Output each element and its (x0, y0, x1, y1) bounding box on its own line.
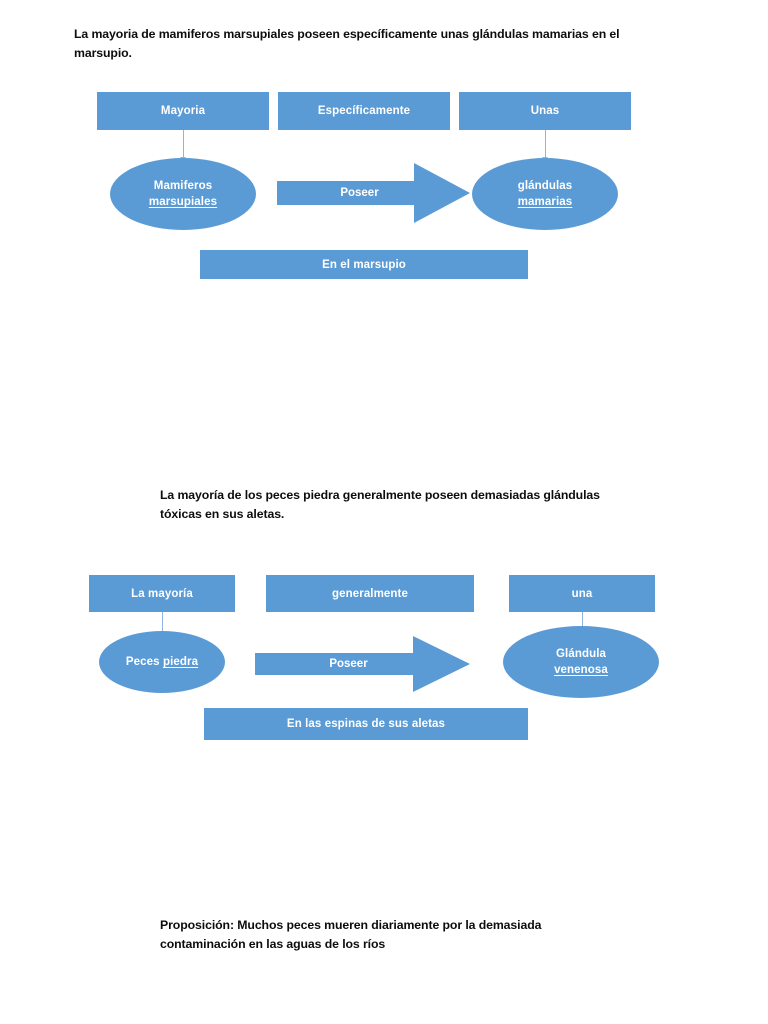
quantifier-box-label: Mayoria (160, 105, 206, 117)
concept-line-2: mamarias (517, 196, 573, 208)
quantifier-box-label: una (571, 587, 593, 600)
concept-ellipse-peces-piedra[interactable]: Peces piedra (99, 631, 225, 693)
intro-paragraph-1: La mayoria de mamiferos marsupiales pose… (74, 27, 620, 60)
quantifier-box-label: Unas (530, 105, 560, 117)
quantifier-box-la-mayoria[interactable]: La mayoría (89, 575, 235, 612)
concept-ellipse-text: Peces piedra (126, 654, 198, 670)
context-bar-label: En las espinas de sus aletas (286, 718, 446, 730)
quantifier-box-especificamente[interactable]: Específicamente (278, 92, 450, 130)
connector-lamayoria-to-peces (159, 612, 165, 637)
concept-line-1: glándulas (517, 180, 573, 192)
concept-ellipse-glandula-venenosa[interactable]: Glándula venenosa (503, 626, 659, 698)
quantifier-box-label: La mayoría (131, 587, 193, 600)
concept-ellipse-text: Glándula venenosa (503, 646, 659, 678)
relation-arrow-poseer-2[interactable]: Poseer (255, 636, 470, 692)
quantifier-box-generalmente[interactable]: generalmente (266, 575, 474, 612)
quantifier-box-unas[interactable]: Unas (459, 92, 631, 130)
quantifier-box-label: Específicamente (317, 105, 411, 117)
intro-paragraph-2: La mayoría de los peces piedra generalme… (160, 488, 600, 521)
concept-line-2: piedra (162, 656, 199, 668)
concept-ellipse-text: Mamiferos marsupiales (110, 178, 256, 210)
proposition-paragraph: Proposición: Muchos peces mueren diariam… (160, 918, 542, 951)
quantifier-box-label: generalmente (332, 587, 408, 600)
concept-line-1: Peces (125, 656, 163, 668)
context-bar-en-el-marsupio[interactable]: En el marsupio (200, 250, 528, 279)
concept-line-2: venenosa (554, 664, 608, 676)
arrow-right-icon (277, 163, 470, 223)
context-bar-en-las-espinas[interactable]: En las espinas de sus aletas (204, 708, 528, 740)
quantifier-box-una[interactable]: una (509, 575, 655, 612)
quantifier-box-mayoria[interactable]: Mayoria (97, 92, 269, 130)
concept-ellipse-mamiferos-marsupiales[interactable]: Mamiferos marsupiales (110, 158, 256, 230)
concept-line-1: Glándula (555, 648, 606, 660)
concept-map-marsupiales: Mayoria Específicamente Unas Mamiferos m… (0, 0, 768, 320)
context-bar-label: En el marsupio (322, 258, 406, 271)
concept-ellipse-glandulas-mamarias[interactable]: glándulas mamarias (472, 158, 618, 230)
concept-ellipse-text: glándulas mamarias (472, 178, 618, 210)
arrow-right-icon (255, 636, 470, 692)
concept-line-1: Mamiferos (153, 180, 213, 192)
concept-line-2: marsupiales (148, 196, 218, 208)
